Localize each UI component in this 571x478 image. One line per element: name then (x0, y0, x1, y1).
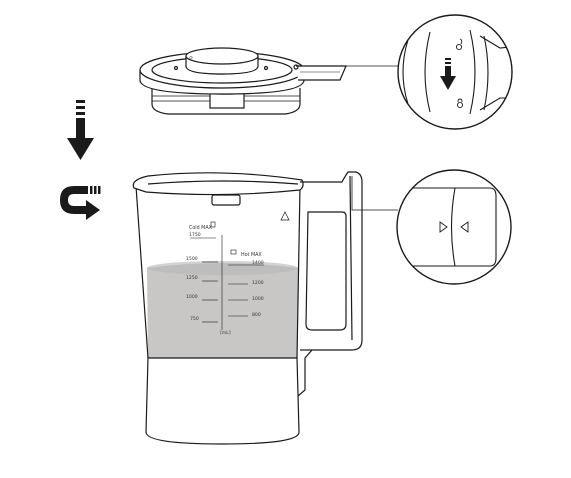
scale-right-2: 1200 (252, 280, 264, 286)
unit-label: [mL] (220, 330, 231, 336)
scale-left-5: 750 (190, 316, 199, 322)
liquid-fill (147, 263, 298, 358)
arrow-down-icon (67, 100, 94, 160)
jug-leader-line (351, 176, 398, 211)
scale-left-4: 1000 (186, 294, 198, 300)
scale-right-4: 800 (252, 312, 261, 318)
blender-jug: Cold MAX 1750 1500 1250 1000 750 Hot MAX… (132, 171, 363, 445)
measurement-scale (190, 221, 264, 330)
scale-left-1: 1750 (189, 232, 201, 238)
rotate-arrow-icon (60, 186, 101, 220)
triangle-marker-icon (280, 211, 290, 221)
arrow-down-icon (440, 58, 456, 90)
triangle-marker-icon (460, 221, 469, 233)
scale-left-2: 1500 (186, 256, 198, 262)
hot-max-label: Hot MAX (241, 252, 262, 258)
lid (139, 47, 347, 115)
scale-right-3: 1000 (252, 296, 264, 302)
triangle-marker-icon (439, 221, 448, 233)
lid-lock-symbol: ⊙ (189, 56, 193, 61)
cold-max-label: Cold MAX (189, 225, 213, 231)
lock-icon (456, 98, 464, 109)
unlock-icon (455, 38, 463, 51)
scale-right-1: 1400 (252, 260, 264, 266)
jug-detail-magnifier (396, 169, 512, 285)
lid-detail-magnifier (397, 14, 513, 130)
scale-left-3: 1250 (186, 275, 198, 281)
